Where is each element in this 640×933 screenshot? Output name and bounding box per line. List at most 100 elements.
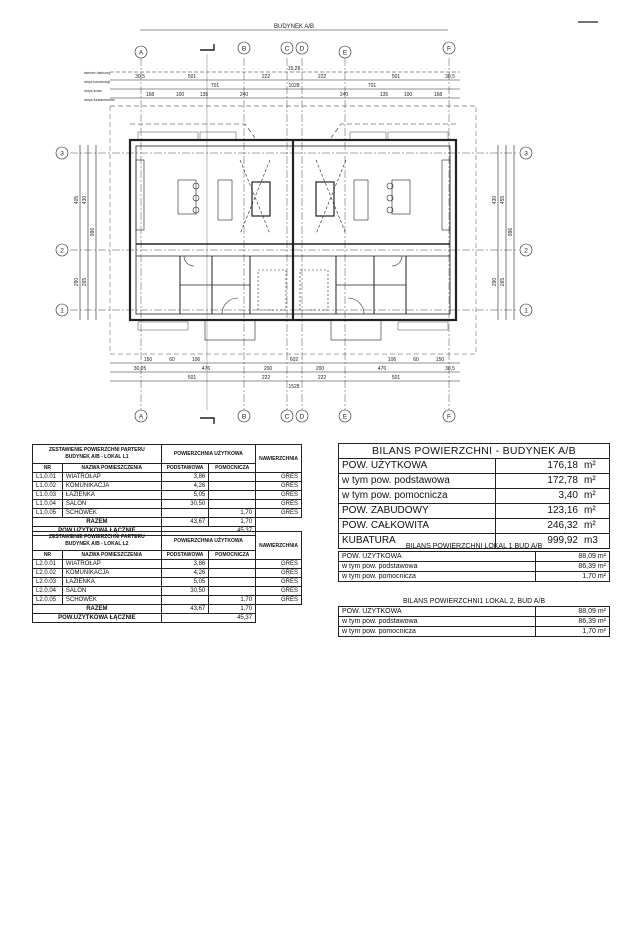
axis-label: 2 xyxy=(60,248,64,255)
cell-pod: 5,05 xyxy=(160,577,210,587)
axis-bubble-left: 1 xyxy=(55,303,69,317)
axis-bubble-right: 3 xyxy=(519,146,533,160)
cell-pod: 4,26 xyxy=(160,568,210,578)
razem-pom: 1,70 xyxy=(208,517,257,527)
razem-label: RAZEM xyxy=(32,604,162,614)
axis-label: E xyxy=(343,50,348,57)
lokal-title: BILANS POWIERZCHNI LOKAL 1 BUD A/B xyxy=(338,542,610,552)
lokal-label: w tym pow. podstawowa xyxy=(338,561,536,572)
lokal-value: 88,09 m² xyxy=(535,606,610,617)
dim-label: 1028 xyxy=(288,83,299,89)
table-razem-row: RAZEM 43,67 1,70 xyxy=(32,604,302,614)
table-header: ZESTAWIENIE POWIERZCHNI PARTERU BUDYNEK … xyxy=(32,444,162,464)
axis-bubble-bottom: E xyxy=(338,409,352,423)
dim-label: 501 xyxy=(188,375,197,381)
axis-bubble-bottom: A xyxy=(134,409,148,423)
table-row: L1.0.04 SALON 30,50 GRES xyxy=(32,499,302,509)
table-total-row: POW.UŻYTKOWA ŁĄCZNIE 45,37 xyxy=(32,613,302,623)
cell-name: ŁAZIENKA xyxy=(61,577,162,587)
cell-naw: GRES xyxy=(255,586,302,596)
lokal-value: 88,09 m² xyxy=(535,551,610,562)
cell-pom xyxy=(208,481,257,491)
cell-pom xyxy=(208,490,257,500)
bilans-row: POW. CAŁKOWITA 246,32 m² xyxy=(338,518,610,534)
axis-label: 1 xyxy=(524,308,528,315)
dim-label: 701 xyxy=(211,83,220,89)
cell-pom xyxy=(208,499,257,509)
col-header: PODSTAWOWA xyxy=(160,550,210,560)
cell-pom xyxy=(208,472,257,482)
bilans-value: 123,16 xyxy=(495,503,581,519)
dim-label: 100 xyxy=(176,92,185,98)
cell-naw: GRES xyxy=(255,508,302,518)
axis-bubble-top: D xyxy=(295,41,309,55)
axis-label: 1 xyxy=(60,308,64,315)
cell-name: WIATROŁAP xyxy=(61,472,162,482)
razem-pod: 43,67 xyxy=(160,604,210,614)
axis-label: D xyxy=(300,414,305,421)
razem-pod: 43,67 xyxy=(160,517,210,527)
dim-label: 240 xyxy=(340,92,349,98)
bilans-row: POW. UŻYTKOWA 176,18 m² xyxy=(338,458,610,474)
table-row: L1.0.02 KOMUNIKACJA 4,26 GRES xyxy=(32,481,302,491)
table-row: L2.0.04 SALON 30,50 GRES xyxy=(32,586,302,596)
axis-bubble-top: C xyxy=(280,41,294,55)
axis-label: F xyxy=(447,46,451,53)
table-row: L2.0.01 WIATROŁAP 3,86 GRES xyxy=(32,559,302,569)
axis-bubble-top: F xyxy=(442,41,456,55)
bilans-unit: m² xyxy=(581,518,610,534)
table-razem-row: RAZEM 43,67 1,70 xyxy=(32,517,302,527)
bilans-unit: m² xyxy=(581,473,610,489)
dim-label: 701 xyxy=(368,83,377,89)
axis-bubble-bottom: F xyxy=(442,409,456,423)
cell-nr: L2.0.01 xyxy=(32,559,63,569)
cell-pom xyxy=(208,568,257,578)
dim-label: 222 xyxy=(318,74,327,80)
lokal-label: w tym pow. pomocnicza xyxy=(338,571,536,582)
bilans-label: POW. CAŁKOWITA xyxy=(338,518,496,534)
dim-label: 602 xyxy=(290,357,299,363)
dim-label: 106 xyxy=(192,357,201,363)
cell-naw: GRES xyxy=(255,472,302,482)
lokal-value: 1,70 m² xyxy=(535,626,610,637)
bilans-row: POW. ZABUDOWY 123,16 m² xyxy=(338,503,610,519)
dim-label: 240 xyxy=(240,92,249,98)
total-value: 45,37 xyxy=(160,613,257,623)
cell-pod xyxy=(160,508,210,518)
dim-label: 135 xyxy=(380,92,389,98)
table-row: L1.0.01 WIATROŁAP 3,86 GRES xyxy=(32,472,302,482)
cell-name: WIATROŁAP xyxy=(61,559,162,569)
level-label: obrys fundamentów xyxy=(84,98,115,102)
dim-label: 168 xyxy=(434,92,443,98)
cell-name: SALON xyxy=(61,499,162,509)
axis-label: C xyxy=(285,46,290,53)
razem-pom: 1,70 xyxy=(208,604,257,614)
dim-label: 200 xyxy=(264,366,273,372)
axis-label: 3 xyxy=(60,151,64,158)
table-header: POWIERZCHNIA UŻYTKOWA xyxy=(160,531,257,551)
level-label: obrys ścian xyxy=(84,89,102,93)
cell-pod: 30,50 xyxy=(160,499,210,509)
cell-nr: L1.0.01 xyxy=(32,472,63,482)
level-label: wieniec dachowy xyxy=(84,71,111,75)
bilans-label: POW. UŻYTKOWA xyxy=(338,458,496,474)
dim-label: 150 xyxy=(436,357,445,363)
lokal-row: w tym pow. podstawowa 86,39 m² xyxy=(338,616,610,627)
table-header: ZESTAWIENIE POWIERZCHNI PARTERU BUDYNEK … xyxy=(32,531,162,551)
bilans-value: 246,32 xyxy=(495,518,581,534)
cell-pom xyxy=(208,559,257,569)
cell-name: KOMUNIKACJA xyxy=(61,481,162,491)
table-row: L2.0.02 KOMUNIKACJA 4,26 GRES xyxy=(32,568,302,578)
cell-nr: L1.0.02 xyxy=(32,481,63,491)
lokal-value: 86,39 m² xyxy=(535,616,610,627)
dim-label: 996 xyxy=(508,228,514,237)
dim-label: 405 xyxy=(74,196,80,205)
dim-label: 476 xyxy=(378,366,387,372)
dim-label: 106 xyxy=(388,357,397,363)
area-table-lokal-1: ZESTAWIENIE POWIERZCHNI PARTERU BUDYNEK … xyxy=(32,444,302,536)
cell-nr: L2.0.05 xyxy=(32,595,63,605)
col-header: POMOCNICZA xyxy=(208,550,257,560)
bilans-unit: m² xyxy=(581,503,610,519)
dim-label: 1528 xyxy=(288,384,299,390)
bilans-value: 3,40 xyxy=(495,488,581,504)
